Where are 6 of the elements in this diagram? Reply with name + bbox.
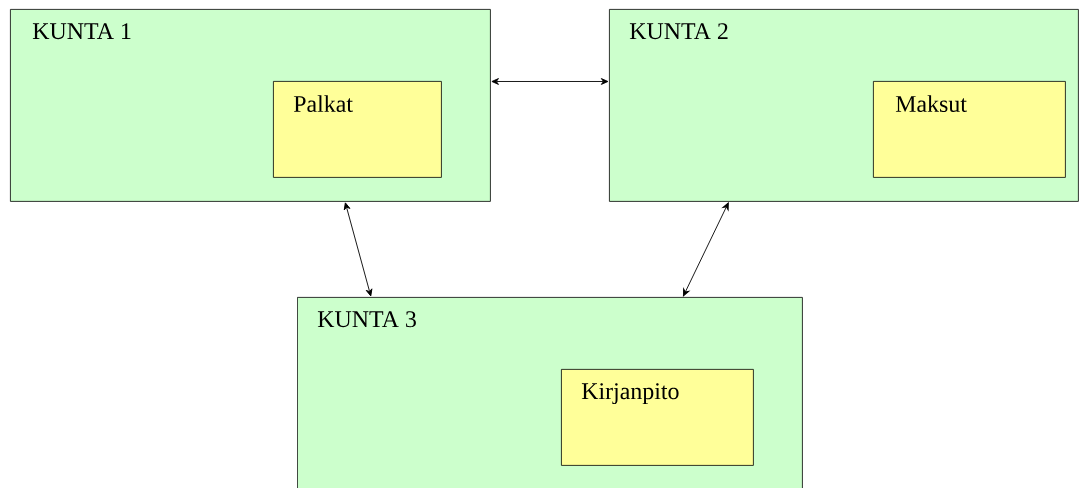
process-box: Kirjanpito (561, 369, 754, 466)
process-box: Maksut (873, 81, 1066, 178)
arrow (343, 202, 373, 297)
arrow (491, 78, 609, 85)
process-box: Palkat (273, 81, 442, 178)
arrow (682, 202, 729, 297)
